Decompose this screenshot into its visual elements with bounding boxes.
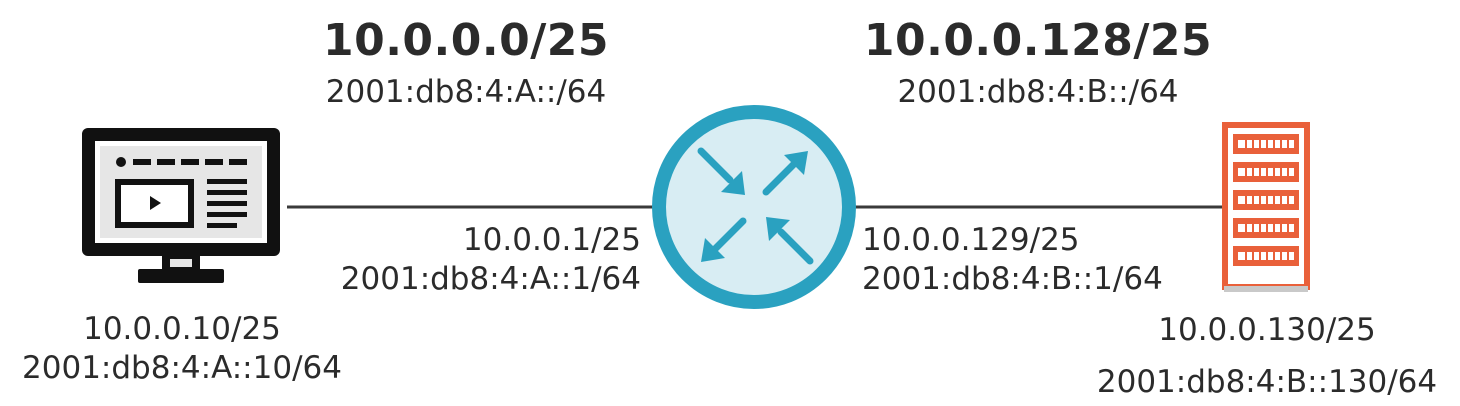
client-ipv4: 10.0.0.10/25 [83,311,281,347]
right-subnet-ipv4: 10.0.0.128/25 [863,15,1213,66]
router-right-interface-ipv4: 10.0.0.129/25 [862,222,1080,258]
server-ipv6: 2001:db8:4:B::130/64 [1096,364,1438,400]
client-monitor-icon [82,128,280,283]
server-ipv4: 10.0.0.130/25 [1158,312,1376,348]
left-subnet-ipv4: 10.0.0.0/25 [322,15,610,66]
router-icon [652,105,856,309]
right-subnet-ipv6: 2001:db8:4:B::/64 [897,74,1179,110]
server-icon [1222,122,1310,292]
left-subnet-ipv6: 2001:db8:4:A::/64 [325,74,607,110]
router-left-interface-ipv6: 2001:db8:4:A::1/64 [340,261,641,297]
client-ipv6: 2001:db8:4:A::10/64 [22,350,342,386]
router-left-interface-ipv4: 10.0.0.1/25 [462,222,641,258]
router-right-interface-ipv6: 2001:db8:4:B::1/64 [862,261,1163,297]
